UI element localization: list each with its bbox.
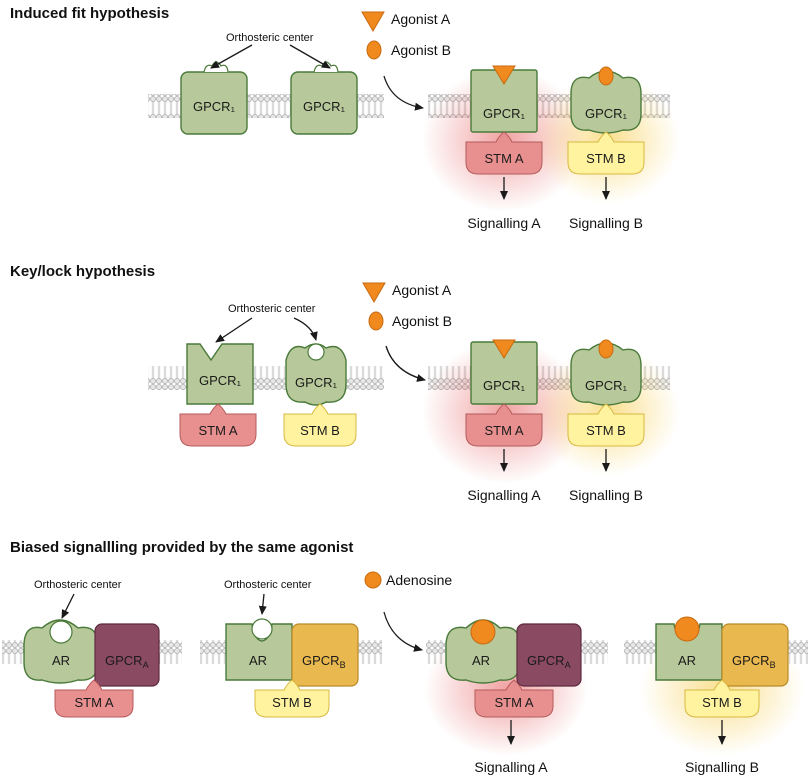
gpcr-a-label: GPCRA (105, 653, 149, 670)
binding-pocket-icon (251, 618, 273, 640)
arrow-icon (215, 317, 253, 343)
curved-arrow-icon (385, 345, 426, 382)
arrow-icon (61, 593, 75, 619)
stm-b-shape (254, 679, 330, 718)
agonist-a-triangle-icon (361, 11, 385, 32)
gpcr-label: GPCR₁ (199, 373, 242, 388)
panel-biased-signalling: Biased signallling provided by the same … (2, 539, 808, 775)
stm-a-label: STM A (198, 423, 237, 438)
gpcr-a-label: GPCRA (527, 653, 571, 670)
ar-label: AR (472, 653, 490, 668)
agonist-b-oval-icon (598, 339, 614, 359)
arrow-icon (289, 44, 331, 69)
gpcr-b-receptor (291, 623, 359, 687)
agonist-a-triangle-icon (492, 339, 516, 359)
stm-a-label: STM A (74, 695, 113, 710)
binding-pocket-icon (49, 620, 73, 644)
ar-label: AR (678, 653, 696, 668)
stm-a-shape (474, 679, 554, 718)
gpcr-receptor-active (570, 342, 642, 406)
agonist-b-oval-icon (368, 311, 384, 331)
curved-arrow-icon (383, 611, 423, 652)
adenosine-icon (674, 616, 700, 642)
stm-b-shape (684, 679, 760, 718)
binding-pocket-icon (307, 343, 325, 361)
gpcr-label: GPCR₁ (193, 99, 236, 114)
agonist-b-label: Agonist B (392, 313, 452, 329)
stm-b-label: STM B (702, 695, 742, 710)
gpcr-label: GPCR₁ (303, 99, 346, 114)
biased-title: Biased signallling provided by the same … (10, 539, 353, 556)
ar-receptor (23, 619, 99, 684)
agonist-a-label: Agonist A (392, 282, 452, 298)
stm-a-shape (179, 403, 257, 447)
stm-a-label: STM A (484, 423, 523, 438)
gpcr-b-receptor (721, 623, 789, 687)
gpcr-label: GPCR₁ (483, 378, 526, 393)
orthosteric-label: Orthosteric center (226, 32, 314, 44)
signalling-a-label: Signalling A (467, 487, 541, 503)
orthosteric-label: Orthosteric center (228, 303, 316, 315)
ar-label: AR (249, 653, 267, 668)
panel-induced-fit: Induced fit hypothesis GPCR₁ GPCR₁ Ortho… (10, 5, 680, 231)
ar-label: AR (52, 653, 70, 668)
gpcr-b-label: GPCRB (302, 653, 346, 670)
gpcr-b-label: GPCRB (732, 653, 776, 670)
arrow-icon (293, 317, 318, 341)
induced-title: Induced fit hypothesis (10, 5, 169, 22)
flexible-site-icon (313, 61, 339, 73)
agonist-a-triangle-icon (362, 282, 386, 303)
stm-b-shape (567, 403, 645, 447)
signalling-b-label: Signalling B (569, 215, 643, 231)
agonist-a-label: Agonist A (391, 11, 451, 27)
orthosteric-label: Orthosteric center (34, 579, 122, 591)
agonist-b-label: Agonist B (391, 42, 451, 58)
stm-b-label: STM B (272, 695, 312, 710)
agonist-a-triangle-icon (492, 65, 516, 85)
stm-b-shape (567, 131, 645, 175)
agonist-b-oval-icon (598, 66, 614, 86)
panel-key-lock: Key/lock hypothesis GPCR₁ STM A GPCR₁ ST… (10, 263, 680, 503)
arrow-icon (258, 593, 267, 615)
stm-b-label: STM B (586, 423, 626, 438)
signalling-b-label: Signalling B (569, 487, 643, 503)
stm-a-shape (465, 131, 543, 175)
gpcr-a-receptor (516, 623, 582, 687)
gpcr-label: GPCR₁ (585, 106, 628, 121)
flexible-site-icon (203, 61, 229, 73)
adenosine-label: Adenosine (386, 572, 452, 588)
gpcr-a-receptor (94, 623, 160, 687)
stm-b-shape (283, 403, 357, 447)
gpcr-label: GPCR₁ (295, 375, 338, 390)
adenosine-icon (470, 619, 496, 645)
stm-a-label: STM A (484, 151, 523, 166)
membrane-left (148, 366, 384, 390)
curved-arrow-icon (383, 75, 424, 111)
stm-a-shape (465, 403, 543, 447)
signalling-b-label: Signalling B (685, 759, 759, 775)
gpcr-label: GPCR₁ (483, 106, 526, 121)
gpcr-label: GPCR₁ (585, 378, 628, 393)
keylock-title: Key/lock hypothesis (10, 263, 155, 280)
stm-a-label: STM A (494, 695, 533, 710)
stm-b-label: STM B (586, 151, 626, 166)
signalling-a-label: Signalling A (474, 759, 548, 775)
stm-b-label: STM B (300, 423, 340, 438)
signalling-a-label: Signalling A (467, 215, 541, 231)
adenosine-icon (364, 571, 382, 589)
ar-receptor-active (445, 619, 521, 684)
gpcr-receptor-active (570, 70, 642, 134)
stm-a-shape (54, 679, 134, 718)
arrow-icon (210, 44, 253, 69)
orthosteric-label: Orthosteric center (224, 579, 312, 591)
gpcr-receptor-triangle-site (186, 343, 254, 405)
agonist-b-oval-icon (366, 40, 382, 60)
gpcr-receptor-round-site (285, 343, 347, 406)
